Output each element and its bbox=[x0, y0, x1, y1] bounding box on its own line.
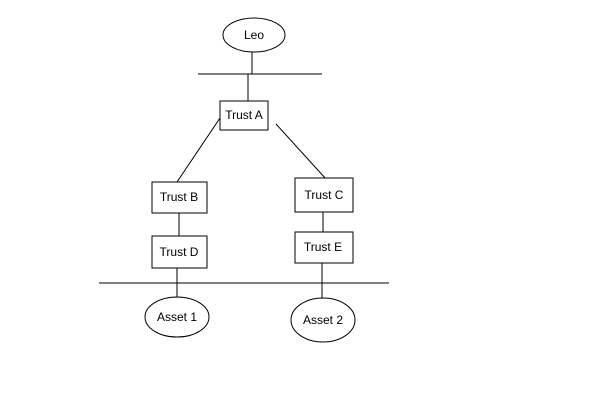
node-trust-b: Trust B bbox=[151, 181, 208, 214]
trust-a-to-trust-c-line bbox=[275, 123, 327, 180]
node-trust-d: Trust D bbox=[151, 235, 208, 269]
node-trust-d-label: Trust D bbox=[160, 245, 199, 259]
node-trust-e: Trust E bbox=[294, 231, 354, 264]
node-trust-c-label: Trust C bbox=[305, 188, 344, 202]
node-asset-2-label: Asset 2 bbox=[303, 313, 343, 327]
node-trust-c: Trust C bbox=[294, 177, 354, 213]
trust-a-to-trust-b-line bbox=[176, 117, 221, 183]
node-asset-2: Asset 2 bbox=[290, 297, 356, 343]
node-trust-a: Trust A bbox=[219, 100, 269, 131]
node-leo-label: Leo bbox=[244, 28, 264, 42]
node-trust-e-label: Trust E bbox=[304, 240, 342, 254]
connectors bbox=[99, 52, 389, 298]
node-leo: Leo bbox=[222, 17, 286, 53]
node-trust-b-label: Trust B bbox=[160, 190, 198, 204]
node-asset-1-label: Asset 1 bbox=[157, 310, 197, 324]
node-trust-a-label: Trust A bbox=[225, 108, 263, 122]
node-asset-1: Asset 1 bbox=[144, 296, 210, 338]
